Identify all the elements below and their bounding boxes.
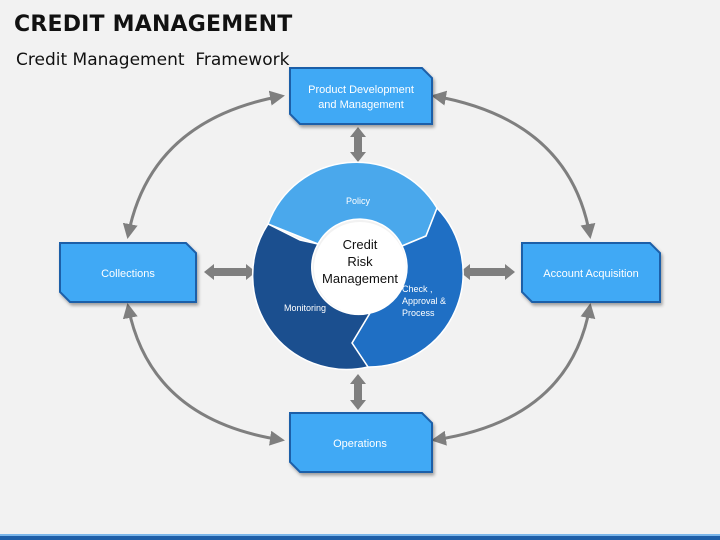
arc-arrow-top-right [431,90,596,239]
page-subtitle: Credit Management Framework [16,50,290,70]
segment-check-label-line3: Process [402,308,435,318]
block-arrow-right [460,264,515,280]
segment-check-label-line2: Approval & [402,296,446,306]
box-product-development-line2: and Management [318,99,404,111]
center-label-line2: Risk [347,254,373,269]
box-account-acquisition [521,242,661,303]
box-product-development-line1: Product Development [308,84,414,96]
segment-policy [267,161,438,247]
block-arrow-left [204,264,256,280]
arc-arrow-top-left [122,90,285,239]
segment-policy-label: Policy [346,196,371,206]
cycle-wheel [251,161,464,371]
center-circle [314,222,406,314]
box-collections [59,242,197,303]
center-label-line1: Credit [343,237,378,252]
segment-monitoring [251,223,372,371]
arc-arrow-bottom-left [122,303,285,446]
box-account-acquisition-label: Account Acquisition [543,268,638,280]
block-arrow-top [350,127,366,162]
box-collections-label: Collections [101,268,155,280]
segment-monitoring-label: Monitoring [284,303,326,313]
segment-check-approval [351,206,464,368]
box-operations [289,412,433,473]
segment-check-label-line1: Check , [402,284,433,294]
box-product-development [289,67,433,125]
center-label-line3: Management [322,271,398,286]
block-arrow-bottom [350,374,366,410]
footer-accent-bar [0,536,720,540]
arc-arrow-bottom-right [431,303,596,446]
page-title: CREDIT MANAGEMENT [14,12,293,37]
box-operations-label: Operations [333,438,387,450]
footer-accent-light [0,534,720,536]
